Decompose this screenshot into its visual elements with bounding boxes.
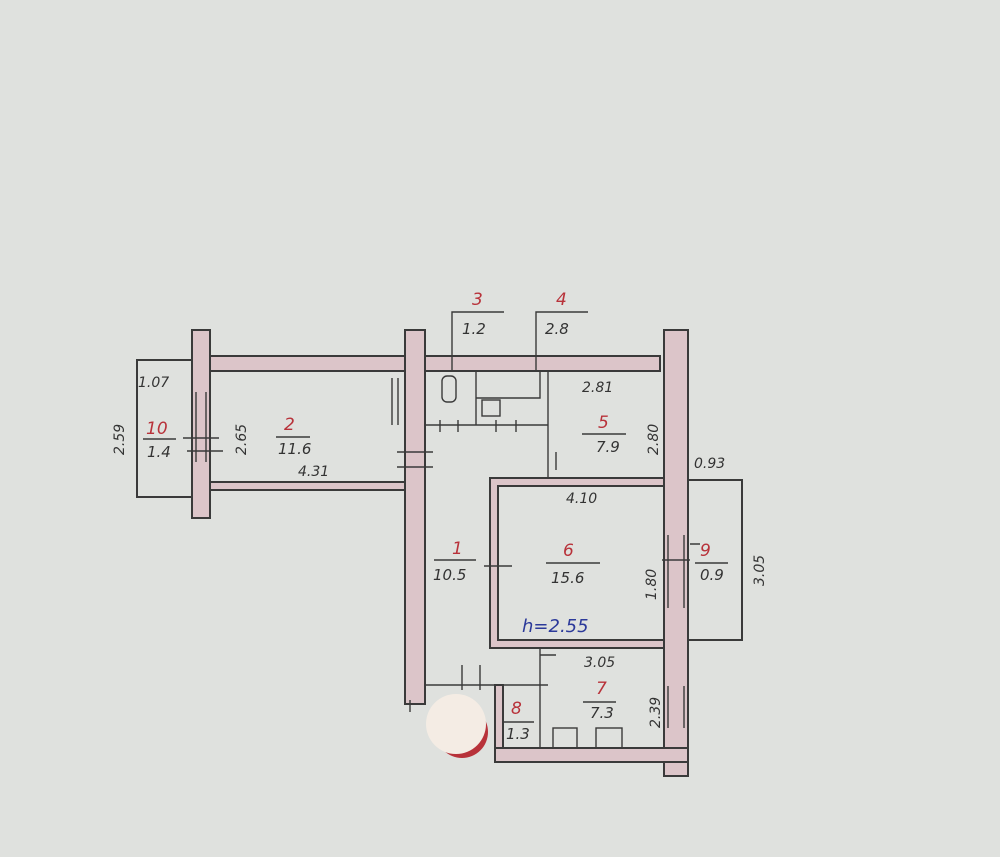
room-7-area: 7.3 xyxy=(590,704,614,722)
dim-1-80: 1.80 xyxy=(644,569,660,600)
room-8-area: 1.3 xyxy=(506,725,530,743)
sink-kitchen-icon xyxy=(595,727,623,749)
room-10-number: 10 xyxy=(146,419,168,439)
room-2-area: 11.6 xyxy=(278,440,311,458)
radiator-central xyxy=(391,378,399,425)
window-marks-right-low xyxy=(667,686,685,728)
dim-2-65: 2.65 xyxy=(234,424,250,455)
dim-3-05-bottom: 3.05 xyxy=(584,655,615,671)
dim-4-10: 4.10 xyxy=(566,491,597,507)
window-marks-right xyxy=(667,535,685,608)
leader-room3 xyxy=(451,311,504,371)
wall-room8-left xyxy=(494,684,504,749)
dim-1-07: 1.07 xyxy=(138,375,169,391)
partitions xyxy=(183,311,700,748)
wall-room2-bottom xyxy=(209,481,406,491)
wall-right xyxy=(663,329,689,777)
dim-2-80: 2.80 xyxy=(646,424,662,455)
room-6-area: 15.6 xyxy=(551,569,584,587)
tick-marks xyxy=(183,420,700,712)
room-3-area: 1.2 xyxy=(462,320,486,338)
ceiling-height-label: h=2.55 xyxy=(522,616,589,637)
room-7-number: 7 xyxy=(596,679,607,699)
room-9-area: 0.9 xyxy=(700,566,724,584)
bottom-wall xyxy=(494,747,689,763)
sink-icon xyxy=(481,399,501,417)
wall-room6-outline xyxy=(489,477,665,649)
room-labels: 1 10.5 2 11.6 3 1.2 4 2.8 5 7.9 6 15.6 7… xyxy=(143,290,728,743)
dim-2-81: 2.81 xyxy=(582,380,613,396)
room-1-number: 1 xyxy=(452,539,463,559)
glare-spot xyxy=(426,694,488,758)
room-10-area: 1.4 xyxy=(147,443,171,461)
room-6-number: 6 xyxy=(563,541,574,561)
balcony-left xyxy=(136,359,192,498)
fixtures xyxy=(441,375,623,749)
balcony-right xyxy=(688,479,743,641)
dim-3-05-right: 3.05 xyxy=(752,555,768,586)
balconies xyxy=(136,359,743,641)
room-4-number: 4 xyxy=(556,290,567,310)
stove-icon xyxy=(552,727,578,749)
room-8-number: 8 xyxy=(511,699,522,719)
wall-central-column xyxy=(404,329,426,705)
partition-room4 xyxy=(476,371,541,399)
leader-room4 xyxy=(535,311,588,371)
toilet-icon xyxy=(441,375,457,403)
wall-left-column xyxy=(191,329,211,519)
dim-0-93: 0.93 xyxy=(694,456,725,472)
dim-2-39: 2.39 xyxy=(648,697,664,728)
dimension-labels: 2.59 1.07 2.65 4.31 2.81 2.80 0.93 4.10 … xyxy=(112,375,768,728)
room-2-number: 2 xyxy=(284,415,295,435)
dim-4-31: 4.31 xyxy=(298,464,329,480)
room-4-area: 2.8 xyxy=(545,320,569,338)
room-3-number: 3 xyxy=(472,290,483,310)
room-5-area: 7.9 xyxy=(596,438,620,456)
room-9-number: 9 xyxy=(700,541,711,561)
room-1-area: 10.5 xyxy=(433,566,466,584)
dim-2-59: 2.59 xyxy=(112,424,128,455)
room-5-number: 5 xyxy=(598,413,609,433)
walls xyxy=(191,329,689,777)
